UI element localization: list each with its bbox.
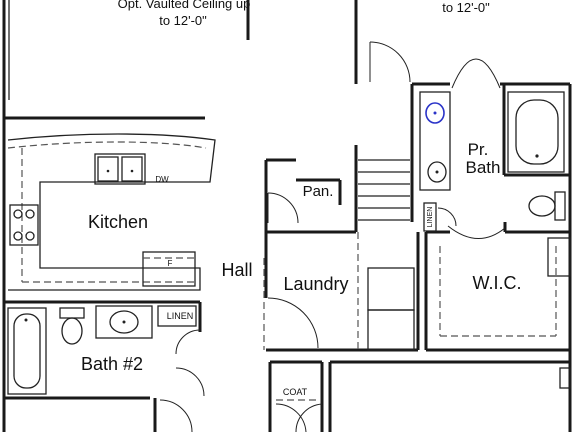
dishwasher-label: DW xyxy=(155,175,169,184)
bath2-toilet-icon xyxy=(59,307,85,345)
kitchen-label: Kitchen xyxy=(88,212,148,232)
pantry-area: Pan. xyxy=(267,183,334,224)
laundry-area: Laundry xyxy=(263,258,415,351)
bath2-label: Bath #2 xyxy=(81,354,143,374)
vaulted-note-left-line2: to 12'-0" xyxy=(159,13,207,28)
bath2-tub-icon xyxy=(7,307,47,395)
range-icon xyxy=(9,204,39,246)
hall-label: Hall xyxy=(221,260,252,280)
pr-bath-label-line2: Bath xyxy=(466,158,501,177)
bath2-sink-icon xyxy=(95,305,153,339)
pr-bath-area: LINEN Pr. Bath xyxy=(369,41,566,239)
pr-bath-sink-upper-icon xyxy=(425,102,445,124)
fridge-label: F xyxy=(168,259,173,268)
pr-linen-label: LINEN xyxy=(427,207,434,228)
kitchen-sink-icon xyxy=(94,153,146,185)
bath2-linen-label: LINEN xyxy=(167,311,194,321)
bathtub-icon xyxy=(507,91,565,173)
vaulted-note-left-line1: Opt. Vaulted Ceiling up xyxy=(118,0,251,11)
toilet-icon xyxy=(528,191,566,221)
pr-bath-sink-lower-icon xyxy=(427,161,447,183)
stairs xyxy=(357,159,410,350)
bath2-area: LINEN Bath #2 xyxy=(7,305,205,397)
coat-closet: COAT xyxy=(275,387,323,432)
refrigerator-icon xyxy=(142,251,196,287)
vaulted-note-right: to 12'-0" xyxy=(442,0,490,15)
pantry-label: Pan. xyxy=(303,183,334,200)
laundry-label: Laundry xyxy=(283,274,348,294)
wic-label: W.I.C. xyxy=(473,273,522,293)
pr-bath-label-line1: Pr. xyxy=(468,140,489,159)
kitchen-area: DW F Kitchen xyxy=(7,133,216,291)
coat-label: COAT xyxy=(283,387,308,397)
wic-area: W.I.C. xyxy=(439,237,571,337)
